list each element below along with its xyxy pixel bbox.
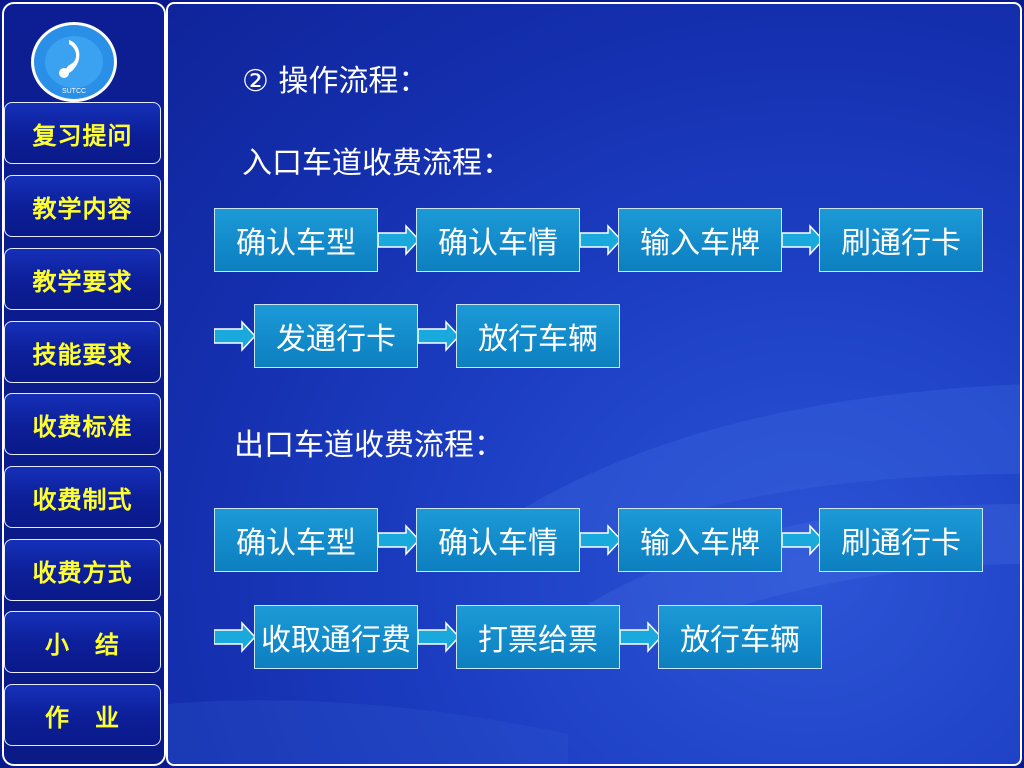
entry-step-confirm-type: 确认车型 xyxy=(214,208,378,272)
exit-step-print-ticket: 打票给票 xyxy=(456,605,620,669)
nav-homework[interactable]: 作 业 xyxy=(4,684,161,746)
nav-teaching-content[interactable]: 教学内容 xyxy=(4,175,161,237)
exit-step-release-vehicle: 放行车辆 xyxy=(658,605,822,669)
arrow-right-icon xyxy=(378,524,420,556)
arrow-right-icon xyxy=(782,524,824,556)
nav-toll-methods[interactable]: 收费方式 xyxy=(4,539,161,601)
arrow-right-icon xyxy=(418,621,460,653)
exit-step-input-plate: 输入车牌 xyxy=(618,508,782,572)
entry-step-issue-card: 发通行卡 xyxy=(254,304,418,368)
exit-step-confirm-type: 确认车型 xyxy=(214,508,378,572)
school-logo: SUTCC xyxy=(31,22,117,102)
svg-text:SUTCC: SUTCC xyxy=(62,88,86,95)
nav-review-questions[interactable]: 复习提问 xyxy=(4,102,161,164)
nav-summary[interactable]: 小 结 xyxy=(4,611,161,673)
nav-toll-standards[interactable]: 收费标准 xyxy=(4,393,161,455)
exit-step-collect-toll: 收取通行费 xyxy=(254,605,418,669)
entry-section-title: 入口车道收费流程： xyxy=(242,146,512,181)
main-panel: ② 操作流程： 入口车道收费流程： 确认车型 确认车情 输入车牌 刷通行卡 发通… xyxy=(166,2,1022,766)
arrow-right-icon xyxy=(378,224,420,256)
arrow-right-icon xyxy=(418,320,460,352)
arrow-right-icon xyxy=(214,621,256,653)
nav-toll-system[interactable]: 收费制式 xyxy=(4,466,161,528)
page-title: ② 操作流程： xyxy=(242,64,429,99)
nav-teaching-requirements[interactable]: 教学要求 xyxy=(4,248,161,310)
entry-step-confirm-condition: 确认车情 xyxy=(416,208,580,272)
exit-step-confirm-condition: 确认车情 xyxy=(416,508,580,572)
entry-step-input-plate: 输入车牌 xyxy=(618,208,782,272)
exit-section-title: 出口车道收费流程： xyxy=(234,428,504,463)
exit-step-swipe-card: 刷通行卡 xyxy=(819,508,983,572)
arrow-right-icon xyxy=(782,224,824,256)
arrow-right-icon xyxy=(620,621,662,653)
arrow-right-icon xyxy=(214,320,256,352)
sidebar-nav: SUTCC 复习提问 教学内容 教学要求 技能要求 收费标准 收费制式 收费方式… xyxy=(2,2,166,766)
arrow-right-icon xyxy=(580,524,622,556)
entry-step-release-vehicle: 放行车辆 xyxy=(456,304,620,368)
entry-step-swipe-card: 刷通行卡 xyxy=(819,208,983,272)
arrow-right-icon xyxy=(580,224,622,256)
nav-skill-requirements[interactable]: 技能要求 xyxy=(4,321,161,383)
